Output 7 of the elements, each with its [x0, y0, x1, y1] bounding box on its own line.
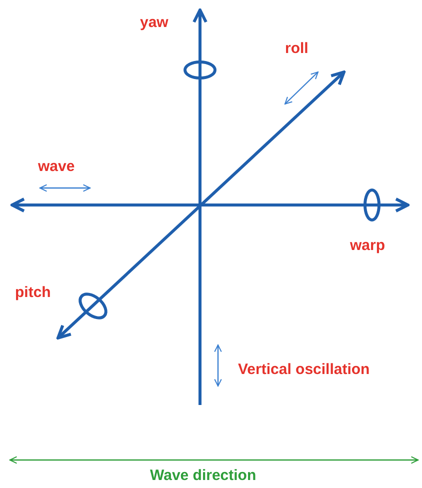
axis-label: pitch [15, 284, 51, 302]
axis-label: Vertical oscillation [238, 361, 370, 379]
axis-label: roll [285, 40, 308, 58]
axis-label: Wave direction [150, 467, 256, 485]
axis-label: wave [38, 158, 75, 176]
axis-label: warp [350, 237, 386, 255]
axis-label: yaw [140, 14, 168, 32]
